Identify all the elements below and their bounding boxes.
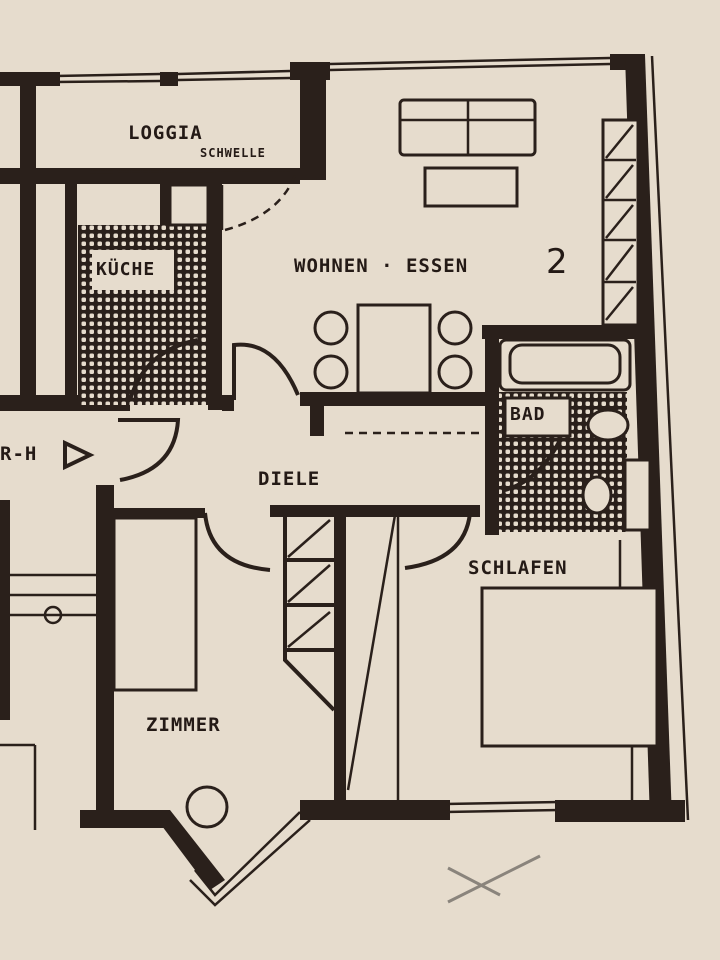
- room-label-kueche: KÜCHE: [96, 259, 156, 280]
- entrance-label: R-H: [0, 443, 38, 465]
- kitchen-cabinet: [168, 183, 210, 227]
- dining-table: [356, 303, 432, 395]
- room-label-diele: DIELE: [258, 468, 321, 490]
- wall-shelf: [601, 118, 640, 327]
- zimmer-table: [185, 785, 229, 829]
- room-label-schwelle: SCHWELLE: [200, 146, 266, 160]
- zimmer-door-swing: [203, 512, 271, 572]
- room-label-zimmer: ZIMMER: [146, 714, 221, 736]
- bathroom-door-swing: [504, 439, 562, 492]
- entrance-door-swing: [118, 418, 181, 482]
- entrance-arrow-icon: [63, 439, 95, 471]
- room-label-schlafen: SCHLAFEN: [468, 557, 568, 579]
- shelf: [623, 458, 652, 532]
- room-label-loggia: LOGGIA: [128, 122, 203, 144]
- schlafen-door-swing: [404, 512, 472, 570]
- zimmer-bed: [112, 516, 198, 692]
- dining-chair: [437, 310, 473, 346]
- dining-chair: [313, 310, 349, 346]
- double-bed: [480, 586, 659, 748]
- wardrobe: [283, 512, 400, 800]
- bathtub-inner: [508, 343, 622, 385]
- dining-chair: [313, 354, 349, 390]
- washbasin: [586, 408, 630, 442]
- unit-number: 2: [546, 242, 569, 282]
- kitchen-door-swing: [128, 338, 199, 401]
- loggia-door-swing: [224, 174, 297, 232]
- room-label-wohnen-essen: WOHNEN · ESSEN: [294, 255, 469, 277]
- dining-chair: [437, 354, 473, 390]
- pencil-cross-mark: [447, 854, 541, 904]
- sofa: [398, 98, 537, 157]
- coffee-table: [423, 166, 519, 208]
- living-door-swing: [232, 342, 300, 400]
- room-label-bad: BAD: [510, 404, 546, 425]
- toilet: [581, 475, 613, 515]
